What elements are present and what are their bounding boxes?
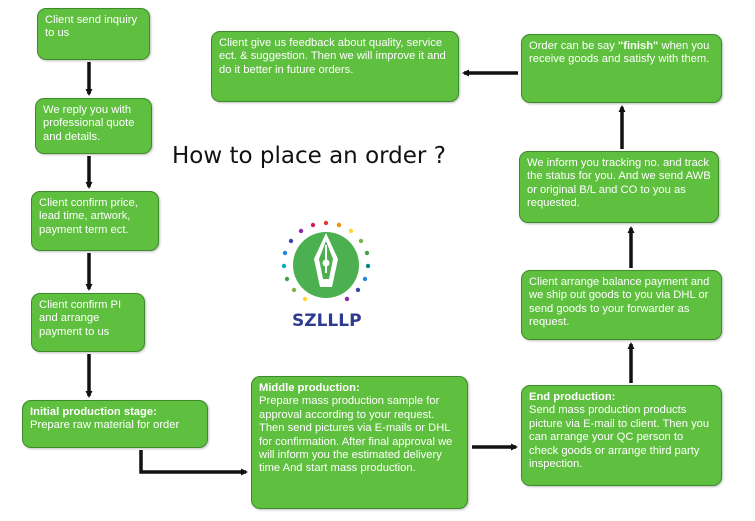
step-finish-text-after: when you receive goods and satisfy with … (529, 40, 710, 66)
step-reply-box: We reply you with professional quote and… (35, 98, 152, 154)
company-logo-icon (281, 220, 371, 302)
step-confirm-price-text: Client confirm price, lead time, artwork… (39, 197, 138, 236)
page-title: How to place an order ? (172, 143, 446, 169)
arrow-initial-to-middle (139, 450, 248, 476)
step-end-heading: End production: (529, 391, 616, 403)
logo-dots-ring (281, 220, 371, 302)
step-end-box: End production: Send mass production pro… (521, 385, 722, 486)
step-middle-text: Prepare mass production sample for appro… (259, 395, 453, 475)
step-middle-box: Middle production: Prepare mass producti… (251, 376, 468, 509)
step-middle-heading: Middle production: (259, 382, 360, 394)
step-balance-text: Client arrange balance payment and we sh… (529, 276, 710, 329)
step-initial-text: Prepare raw material for order (30, 419, 180, 432)
step-confirm-pi-box: Client confirm PI and arrange payment to… (31, 293, 145, 352)
step-feedback-text: Client give us feedback about quality, s… (219, 37, 446, 76)
logo-text: SZLLLP (292, 311, 362, 331)
step-inquiry-box: Client send inquiry to us (37, 8, 150, 60)
step-confirm-pi-text: Client confirm PI and arrange payment to… (39, 299, 122, 338)
step-confirm-price-box: Client confirm price, lead time, artwork… (31, 191, 159, 251)
step-finish-text-bold: "finish" (617, 40, 659, 52)
step-tracking-text: We inform you tracking no. and track the… (527, 157, 711, 210)
step-tracking-box: We inform you tracking no. and track the… (519, 151, 719, 223)
step-initial-box: Initial production stage: Prepare raw ma… (22, 400, 208, 448)
step-inquiry-text: Client send inquiry to us (45, 14, 138, 40)
step-initial-heading: Initial production stage: (30, 406, 157, 418)
step-feedback-box: Client give us feedback about quality, s… (211, 31, 459, 102)
step-reply-text: We reply you with professional quote and… (43, 104, 135, 143)
step-balance-box: Client arrange balance payment and we sh… (521, 270, 722, 340)
step-end-text: Send mass production products picture vi… (529, 404, 710, 471)
step-finish-box: Order can be say "finish" when you recei… (521, 34, 722, 103)
step-finish-text-before: Order can be say (529, 40, 618, 52)
